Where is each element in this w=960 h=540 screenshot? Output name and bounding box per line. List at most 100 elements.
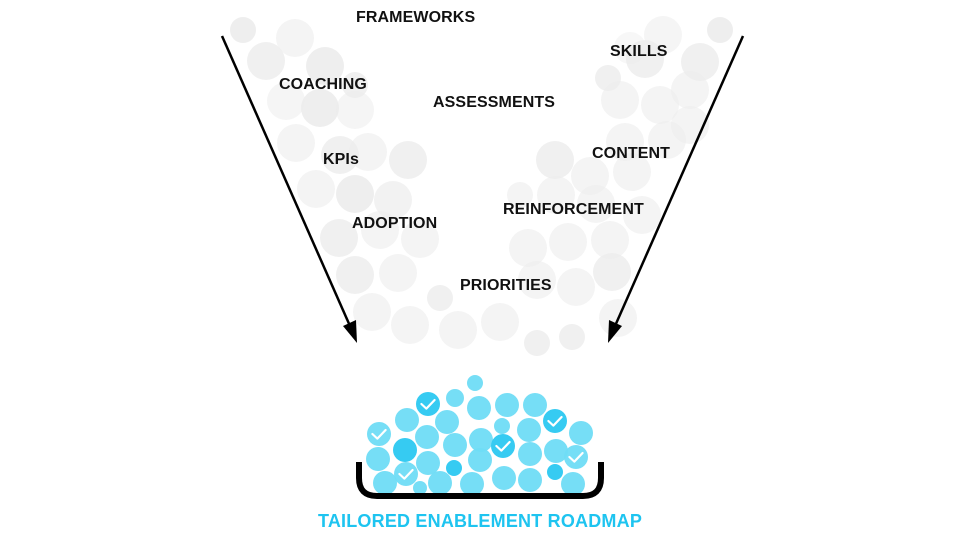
blue-bubble: [494, 418, 510, 434]
label-assessments: ASSESSMENTS: [433, 94, 556, 111]
label-reinforcement: REINFORCEMENT: [503, 201, 644, 218]
label-priorities: PRIORITIES: [460, 277, 552, 294]
blue-bubble: [469, 428, 493, 452]
grey-bubble: [297, 170, 335, 208]
grey-bubble: [276, 19, 314, 57]
left-arrow-icon: [220, 35, 357, 343]
blue-bubble-dark: [543, 409, 567, 433]
grey-bubble: [614, 32, 646, 64]
grey-bubble: [509, 229, 547, 267]
blue-bubble: [367, 422, 391, 446]
blue-bubble: [467, 375, 483, 391]
grey-bubble: [536, 141, 574, 179]
blue-bubble: [564, 445, 588, 469]
blue-bubble: [435, 410, 459, 434]
grey-bubble: [301, 89, 339, 127]
blue-bubble-dark: [393, 438, 417, 462]
grey-bubble: [389, 141, 427, 179]
grey-bubble: [267, 82, 305, 120]
label-kpis: KPIs: [323, 151, 359, 168]
grey-bubble: [379, 254, 417, 292]
blue-bubble: [561, 472, 585, 496]
checkmark-icon: [568, 451, 584, 463]
blue-bubble: [428, 471, 452, 495]
blue-bubble-pile: [366, 375, 593, 496]
blue-bubble: [518, 442, 542, 466]
blue-bubble: [467, 396, 491, 420]
blue-bubble: [492, 466, 516, 490]
blue-bubble-dark: [416, 392, 440, 416]
label-frameworks: FRAMEWORKS: [356, 9, 476, 26]
grey-bubble: [644, 16, 682, 54]
blue-bubble: [569, 421, 593, 445]
grey-bubble: [230, 17, 256, 43]
blue-bubble: [415, 425, 439, 449]
blue-bubble: [366, 447, 390, 471]
label-skills: SKILLS: [610, 43, 668, 60]
checkmark-icon: [495, 440, 511, 452]
blue-bubble: [373, 471, 397, 495]
blue-bubble: [446, 389, 464, 407]
roadmap-caption: TAILORED ENABLEMENT ROADMAP: [317, 511, 643, 531]
blue-bubble: [544, 439, 568, 463]
blue-bubble: [394, 462, 418, 486]
blue-bubble: [523, 393, 547, 417]
grey-bubble: [537, 176, 575, 214]
blue-bubble: [416, 451, 440, 475]
label-content: CONTENT: [592, 145, 671, 162]
grey-bubble: [439, 311, 477, 349]
blue-bubble: [468, 448, 492, 472]
grey-bubble: [342, 72, 368, 98]
blue-bubble-dark: [547, 464, 563, 480]
blue-bubble: [517, 418, 541, 442]
right-arrow-icon: [608, 35, 745, 343]
grey-bubble: [320, 219, 358, 257]
blue-bubble: [460, 472, 484, 496]
grey-bubble: [361, 211, 399, 249]
grey-bubble: [549, 223, 587, 261]
grey-bubble: [336, 91, 374, 129]
grey-bubble: [623, 196, 661, 234]
grey-bubble: [349, 133, 387, 171]
checkmark-icon: [420, 398, 436, 410]
grey-bubble: [518, 261, 556, 299]
checkmark-icon: [547, 415, 563, 427]
grey-bubble: [481, 303, 519, 341]
label-adoption: ADOPTION: [352, 215, 438, 232]
blue-bubble: [495, 393, 519, 417]
grey-bubble: [306, 47, 344, 85]
blue-bubble: [395, 408, 419, 432]
grey-bubble: [681, 43, 719, 81]
grey-bubble: [247, 42, 285, 80]
grey-bubble: [336, 175, 374, 213]
grey-bubble: [401, 220, 439, 258]
blue-bubble: [518, 468, 542, 492]
checkmark-icon: [398, 468, 414, 480]
grey-bubble: [559, 324, 585, 350]
grey-bubble: [353, 293, 391, 331]
grey-bubble: [641, 86, 679, 124]
grey-bubble: [595, 65, 621, 91]
grey-bubble: [391, 306, 429, 344]
grey-bubble: [707, 17, 733, 43]
grey-bubble: [524, 330, 550, 356]
grey-bubble: [507, 182, 533, 208]
blue-bubble-dark: [491, 434, 515, 458]
grey-bubble: [374, 181, 412, 219]
grey-bubble: [606, 123, 644, 161]
grey-bubble: [336, 256, 374, 294]
blue-bubble-dark: [446, 460, 462, 476]
label-coaching: COACHING: [279, 76, 367, 93]
grey-bubble-cloud: [230, 16, 733, 356]
blue-bubble: [413, 481, 427, 495]
grey-bubble: [613, 153, 651, 191]
blue-bubble: [443, 433, 467, 457]
grey-bubble: [557, 268, 595, 306]
grey-bubble: [427, 285, 453, 311]
grey-bubble: [591, 221, 629, 259]
grey-bubble: [277, 124, 315, 162]
grey-bubble: [593, 253, 631, 291]
grey-bubble: [321, 136, 359, 174]
checkmark-icon: [371, 428, 387, 440]
